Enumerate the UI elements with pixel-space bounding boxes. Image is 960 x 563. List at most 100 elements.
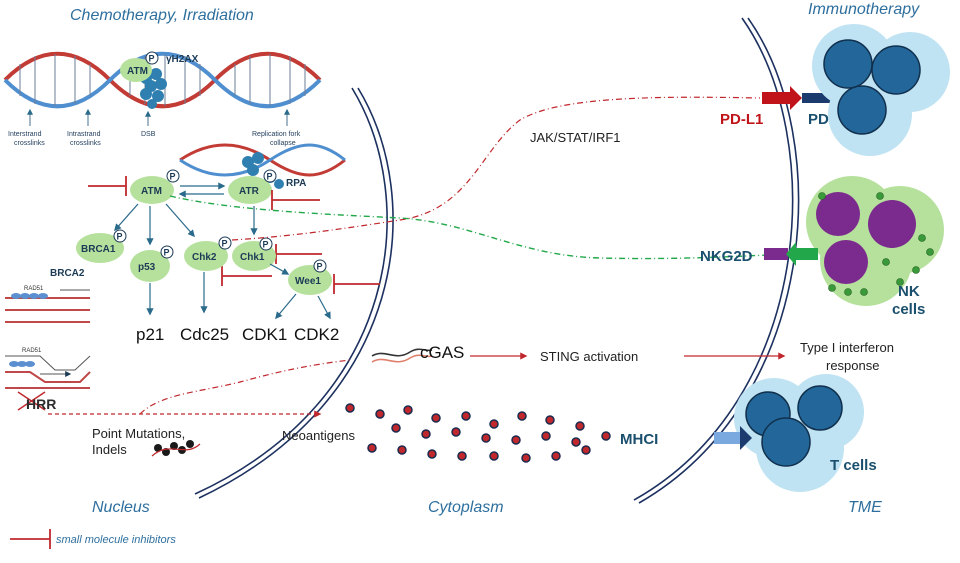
typei-label-2: response [826, 358, 879, 373]
tier2-arrows [146, 263, 331, 320]
neoantigen-dot [375, 409, 385, 419]
neoantigen-dot [421, 429, 431, 439]
lesion-4b: collapse [270, 140, 296, 147]
lesion-4a: Replication fork [252, 131, 301, 138]
chk1-label: Chk1 [240, 252, 265, 263]
cdc25-label: Cdc25 [180, 325, 229, 344]
immuno-title: Immunotherapy [808, 1, 920, 18]
svg-text:P: P [170, 172, 176, 182]
atm-to-nkg2d-link [169, 195, 793, 260]
pd1-receptor [802, 93, 838, 103]
jak-label: JAK/STAT/IRF1 [530, 130, 621, 145]
neoantigen-dot [427, 449, 437, 459]
svg-text:P: P [117, 232, 123, 242]
neoantigen-dot [511, 435, 521, 445]
svg-text:P: P [222, 239, 228, 249]
neoantigens-label: Neoantigens [282, 428, 355, 443]
neoantigen-dot [451, 427, 461, 437]
cytosolic-dna-icon [371, 348, 433, 363]
inhibitor-wee1 [333, 274, 380, 294]
neoantigen-dot [517, 411, 527, 421]
nkg2d-label: NKG2D [700, 248, 753, 265]
inhibitor-chk1 [275, 244, 322, 264]
chk2-node [184, 241, 228, 271]
mutation-dna-icon [151, 440, 201, 457]
plasma-membrane [633, 17, 800, 504]
neoantigen-dot [391, 423, 401, 433]
neoantigen-dot [345, 403, 355, 413]
brca2-label: BRCA2 [50, 268, 85, 279]
hrr-schematic: BRCA2 RAD51 RAD51 HRR [5, 268, 91, 412]
cdk2-label: CDK2 [294, 325, 339, 344]
sting-label: STING activation [540, 349, 638, 364]
atm-label: ATM [141, 186, 162, 197]
atm-node-top [120, 58, 152, 82]
neoantigen-dot [481, 433, 491, 443]
lesion-1b: crosslinks [14, 140, 45, 147]
atm-node [130, 176, 174, 204]
tcells-label: T cells [830, 457, 877, 474]
neoantigen-dot [601, 431, 611, 441]
tcell-cluster [734, 374, 864, 492]
lesion-1a: Interstrand [8, 131, 42, 138]
pdl1-label: PD-L1 [720, 111, 763, 128]
lesion-3: DSB [141, 131, 156, 138]
hrr-to-cgas-link [139, 359, 351, 415]
nucleus-label: Nucleus [92, 499, 150, 516]
h2ax-label: γH2AX [166, 54, 199, 65]
chk2-label: Chk2 [192, 252, 217, 263]
lesion-arrows [27, 108, 290, 126]
lesion-2b: crosslinks [70, 140, 101, 147]
neoantigen-dot [581, 445, 591, 455]
hrr-label: HRR [26, 396, 56, 412]
atm-atr-exchange [178, 182, 226, 198]
wee1-label: Wee1 [295, 276, 321, 287]
atm-targets [114, 203, 258, 246]
svg-text:P: P [263, 240, 269, 250]
nk-cell-cluster [806, 176, 944, 306]
neoantigen-dot [521, 453, 531, 463]
phospho-icon [145, 51, 159, 65]
mhci-label: MHCI [620, 431, 658, 448]
p21-label: p21 [136, 325, 164, 344]
neoantigen-dot [545, 415, 555, 425]
svg-text:P: P [317, 262, 323, 272]
neoantigen-dot [397, 445, 407, 455]
neoantigen-dot [431, 413, 441, 423]
pdl1-receptor [762, 92, 790, 104]
brca1-label: BRCA1 [81, 244, 116, 255]
neoantigen-dot [541, 431, 551, 441]
nkg2d-receptor [764, 248, 788, 260]
dna-helix-atr [179, 143, 346, 177]
rad51-label: RAD51 [24, 286, 44, 292]
typei-label-1: Type I interferon [800, 340, 894, 355]
svg-text:P: P [267, 172, 273, 182]
inhibitor-atm [88, 176, 127, 196]
wee1-node [288, 265, 332, 295]
cgas-label: cGAS [420, 343, 464, 362]
atr-node [228, 176, 272, 204]
legend-inhibitors: small molecule inhibitors [56, 534, 176, 546]
atm-top-label: ATM [127, 66, 148, 77]
nk-label-2: cells [892, 301, 925, 318]
p53-label: p53 [138, 262, 156, 273]
svg-text:P: P [164, 248, 170, 258]
nuclear-membrane [194, 87, 394, 499]
neoantigen-dots [345, 403, 611, 463]
pointmut-label-2: Indels [92, 442, 127, 457]
tcr-receptor [714, 432, 740, 444]
chemo-title: Chemotherapy, Irradiation [70, 7, 254, 24]
neoantigen-dot [489, 451, 499, 461]
neoantigen-dot [575, 421, 585, 431]
pointmut-label-1: Point Mutations, [92, 426, 185, 441]
brca1-node [76, 233, 124, 263]
nk-label-1: NK [898, 283, 920, 300]
cdk1-label: CDK1 [242, 325, 287, 344]
tme-label: TME [848, 499, 882, 516]
immune-cell-cluster [812, 24, 950, 156]
phospho-label: P [149, 54, 155, 64]
neoantigen-dot [551, 451, 561, 461]
neoantigen-dot [403, 405, 413, 415]
